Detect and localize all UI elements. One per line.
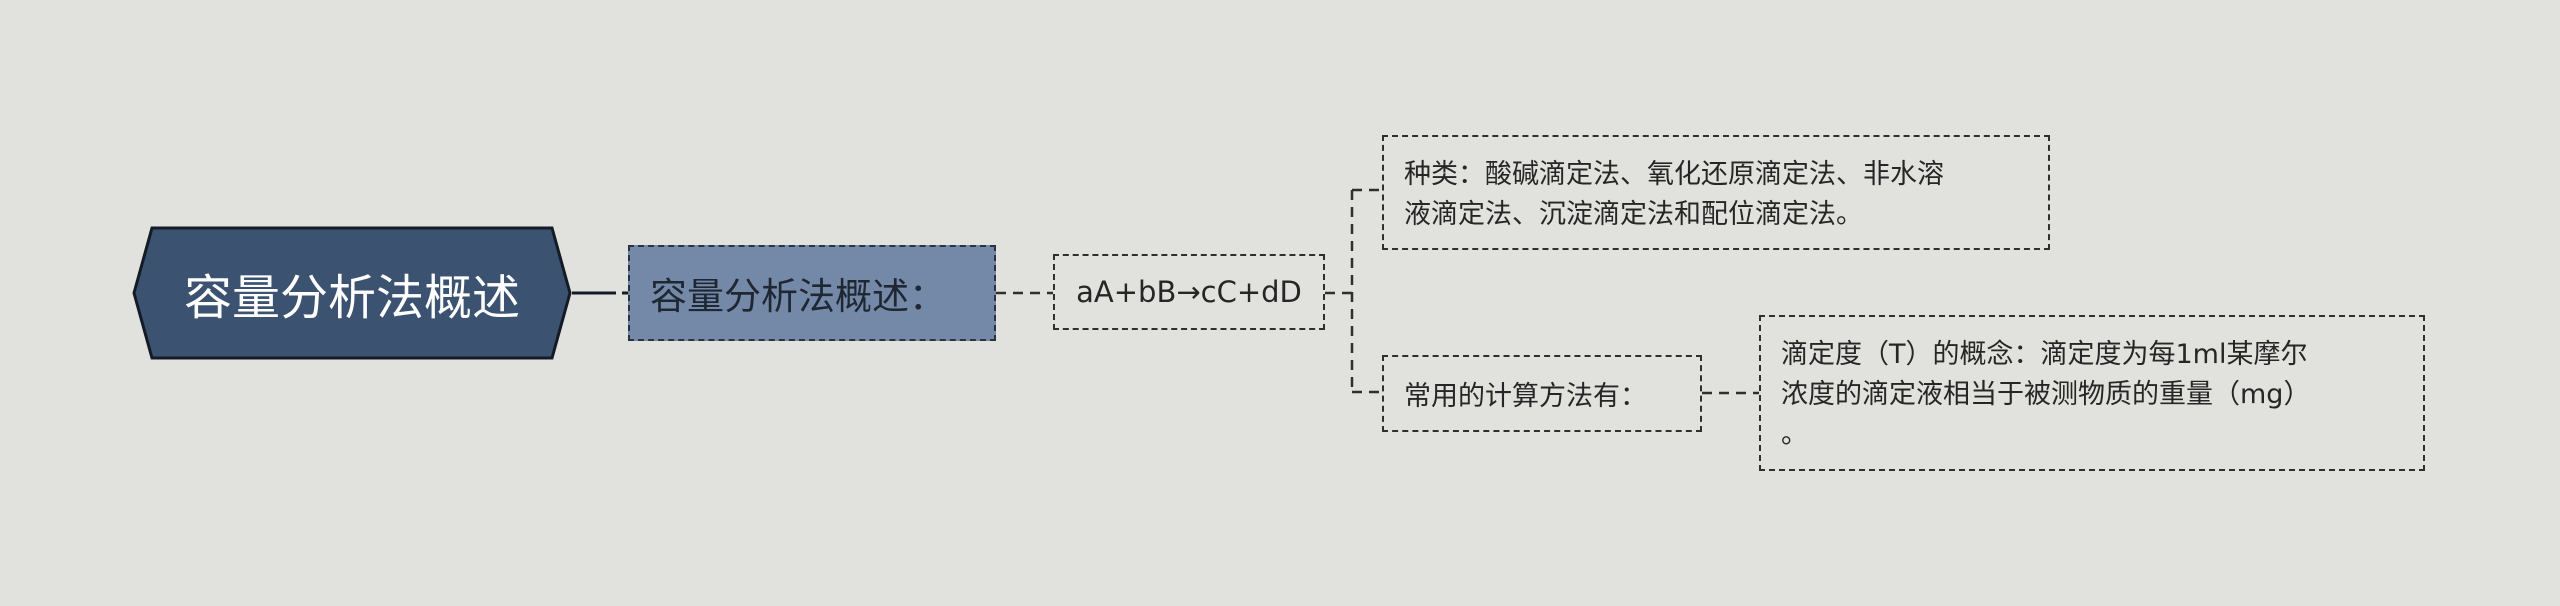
kinds-text-line-1: 种类：酸碱滴定法、氧化还原滴定法、非水溶	[1404, 159, 1944, 190]
equation-to-children-connector	[1325, 188, 1382, 394]
root-topic[interactable]: 容量分析法概述	[132, 226, 572, 360]
titre-definition-topic[interactable]: 滴定度（T）的概念：滴定度为每1ml某摩尔 浓度的滴定液相当于被测物质的重量（m…	[1759, 315, 2425, 471]
root-topic-label: 容量分析法概述	[183, 270, 520, 326]
kinds-text-line-2: 液滴定法、沉淀滴定法和配位滴定法。	[1404, 199, 1863, 230]
calculation-methods-topic[interactable]: 常用的计算方法有：	[1382, 355, 1702, 432]
root-hexagon	[132, 226, 572, 360]
root-hexagon-shape	[132, 226, 572, 360]
main-topic[interactable]: 容量分析法概述：	[628, 245, 996, 341]
kinds-topic[interactable]: 种类：酸碱滴定法、氧化还原滴定法、非水溶 液滴定法、沉淀滴定法和配位滴定法。	[1382, 135, 2050, 250]
titre-text-line-2: 浓度的滴定液相当于被测物质的重量（mg）	[1781, 379, 2311, 410]
titre-text-line-3: 。	[1781, 419, 1808, 450]
titre-text-line-1: 滴定度（T）的概念：滴定度为每1ml某摩尔	[1781, 339, 2308, 370]
equation-topic[interactable]: aA+bB→cC+dD	[1053, 254, 1325, 330]
